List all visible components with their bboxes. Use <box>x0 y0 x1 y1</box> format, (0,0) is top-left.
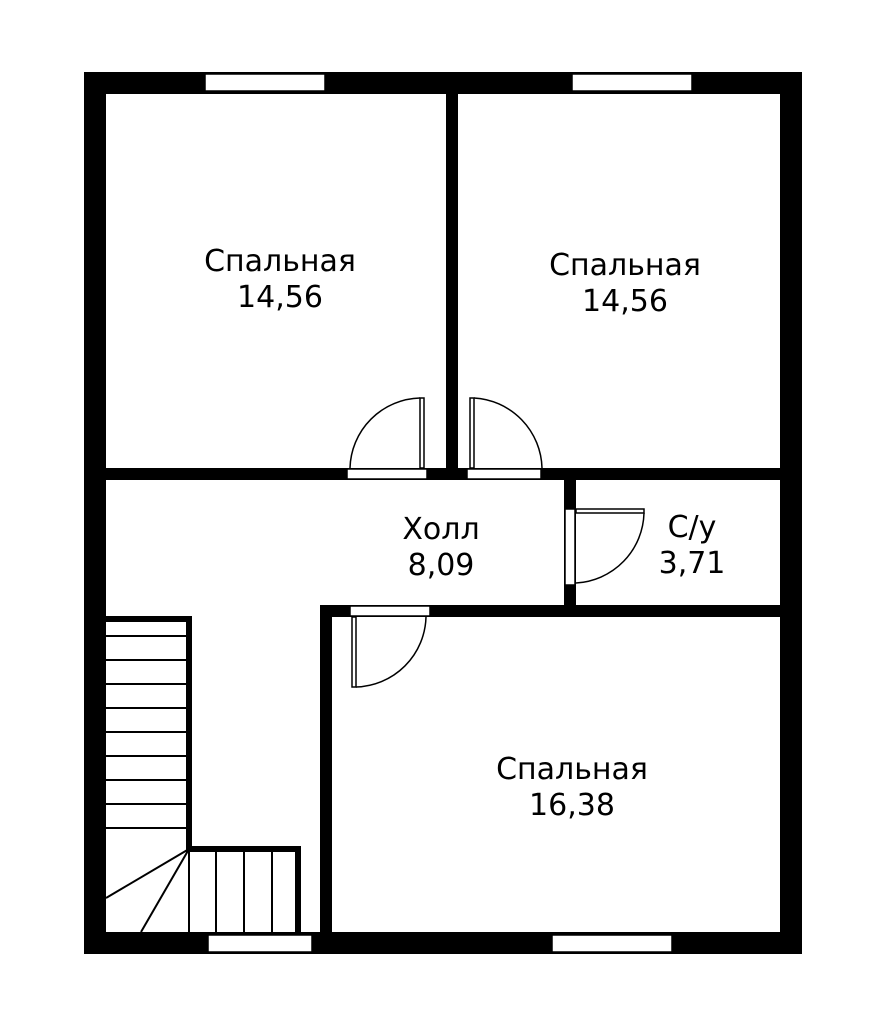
room-bedroom-1: Спальная 14,56 <box>204 244 356 316</box>
room-name: Спальная <box>496 752 648 787</box>
room-area: 8,09 <box>407 548 475 583</box>
room-area: 14,56 <box>237 280 323 315</box>
door-openings <box>346 468 576 617</box>
room-name: Холл <box>402 512 480 547</box>
room-area: 16,38 <box>529 788 615 823</box>
room-bathroom: С/у 3,71 <box>659 510 726 582</box>
room-hall: Холл 8,09 <box>402 512 479 584</box>
room-name: Спальная <box>549 248 701 283</box>
window-bottom-right <box>551 934 673 953</box>
stair-tread <box>105 848 190 899</box>
room-name: С/у <box>667 510 717 545</box>
windows <box>204 73 693 953</box>
doors <box>349 397 645 688</box>
room-bedroom-2: Спальная 14,56 <box>549 248 701 320</box>
wall-stair-upper <box>100 616 190 622</box>
wall-horizontal-upper <box>100 468 790 480</box>
wall-stair-side <box>186 616 192 852</box>
room-name: Спальная <box>204 244 356 279</box>
room-bedroom-3: Спальная 16,38 <box>496 752 648 824</box>
window-top-right <box>571 73 693 92</box>
wall-stair-lower <box>186 846 300 852</box>
door-bathroom <box>575 508 645 584</box>
room-area: 3,71 <box>658 546 726 581</box>
stair-tread <box>140 848 190 933</box>
wall-bedroom3-left <box>320 605 332 939</box>
door-bedroom-1 <box>349 397 425 469</box>
staircase <box>105 635 273 933</box>
wall-horizontal-lower <box>320 605 790 617</box>
room-area: 14,56 <box>582 284 668 319</box>
wall-stair-end <box>295 846 301 934</box>
door-bedroom-3 <box>351 616 427 688</box>
door-bedroom-2 <box>469 397 543 469</box>
window-bottom-left <box>207 934 313 953</box>
window-top-left <box>204 73 326 92</box>
wall-bedroom-divider <box>446 90 458 480</box>
